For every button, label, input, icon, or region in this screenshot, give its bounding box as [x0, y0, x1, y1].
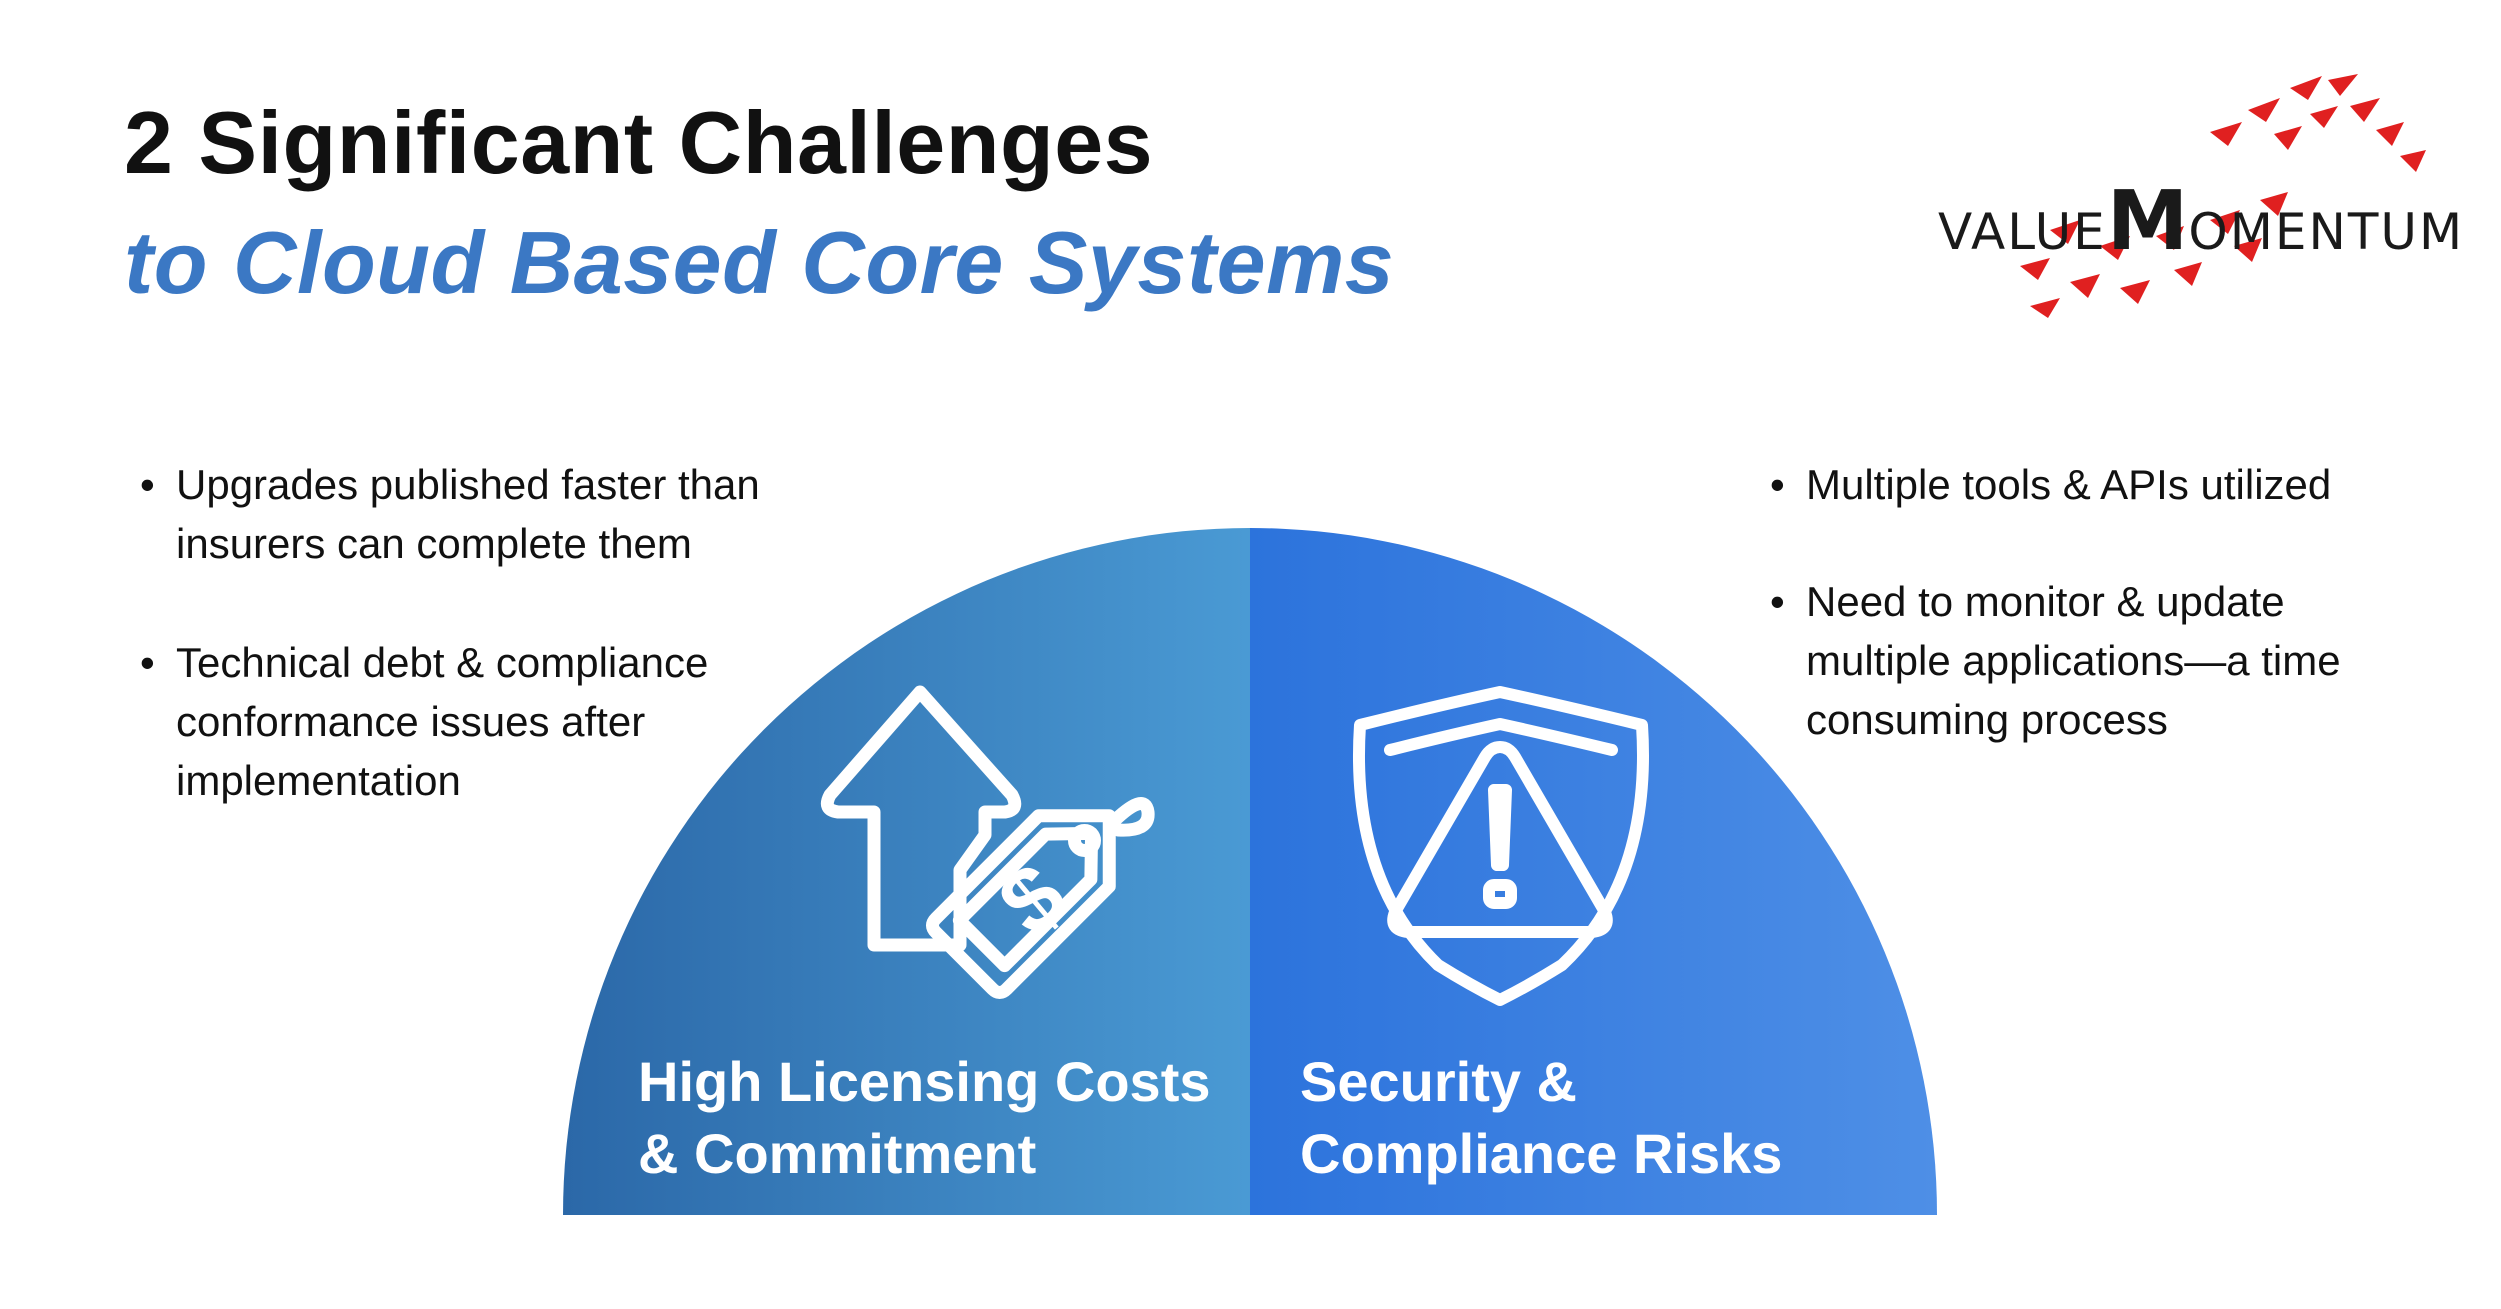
logo-text-value: VALUE [1938, 203, 2107, 261]
label-licensing-line-1: High Licensing Costs [638, 1050, 1211, 1113]
label-licensing-costs: High Licensing Costs & Commitment [638, 1046, 1211, 1190]
list-item: • Need to monitor & update multiple appl… [1770, 572, 2410, 749]
bullet-dot: • [140, 639, 155, 686]
segment-right-security [1250, 528, 1937, 1215]
bullet-text-line: conformance issues after [176, 698, 646, 745]
label-security-compliance: Security & Compliance Risks [1300, 1046, 1782, 1190]
list-item: • Multiple tools & APIs utilized [1770, 455, 2410, 514]
segment-left-licensing [563, 528, 1250, 1215]
valuemomentum-logo: VALUEMOMENTUM [1930, 70, 2462, 320]
logo-wordmark: VALUEMOMENTUM [1938, 174, 2464, 269]
logo-arrow-swirl-icon [2020, 74, 2426, 318]
price-increase-icon [820, 685, 1155, 999]
left-bullet-list: • Upgrades published faster than insurer… [140, 455, 860, 870]
bullet-dot: • [140, 461, 155, 508]
list-item: • Technical debt & compliance conformanc… [140, 633, 860, 810]
bullet-text-line: Upgrades published faster than [176, 461, 760, 508]
bullet-dot: • [1770, 578, 1785, 625]
logo-text-omentum: OMENTUM [2188, 203, 2465, 261]
logo-text-m: M [2106, 174, 2189, 269]
bullet-text-line: insurers can complete them [176, 520, 692, 567]
label-security-line-1: Security & [1300, 1050, 1577, 1113]
bullet-text-line: Multiple tools & APIs utilized [1806, 461, 2332, 508]
title-line-1: 2 Significant Challenges [124, 93, 1154, 192]
bullet-text-line: consuming process [1806, 696, 2168, 743]
right-bullet-list: • Multiple tools & APIs utilized • Need … [1770, 455, 2410, 809]
bullet-dot: • [1770, 461, 1785, 508]
bullet-text-line: implementation [176, 757, 461, 804]
label-security-line-2: Compliance Risks [1300, 1122, 1783, 1185]
bullet-text-line: multiple applications—a time [1806, 637, 2341, 684]
bullet-text-line: Need to monitor & update [1806, 578, 2285, 625]
label-licensing-line-2: & Commitment [638, 1122, 1037, 1185]
list-item: • Upgrades published faster than insurer… [140, 455, 860, 573]
bullet-text-line: Technical debt & compliance [176, 639, 709, 686]
shield-warning-icon [1353, 686, 1649, 1006]
title-line-2: to Cloud Based Core Systems [124, 213, 1395, 312]
